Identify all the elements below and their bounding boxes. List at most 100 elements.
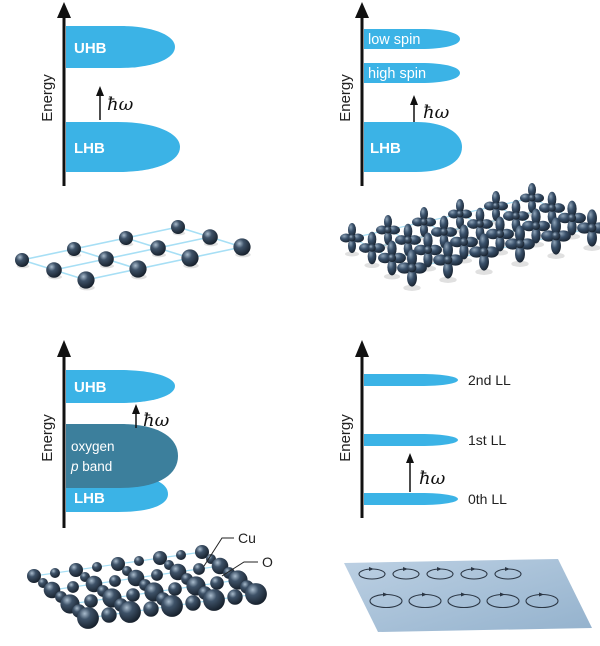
orbital-lobe (460, 209, 472, 219)
d-orbital (433, 241, 463, 283)
d-orbital (469, 233, 499, 275)
orbital-lobe (367, 231, 377, 247)
orbital-lobe (450, 236, 464, 248)
panel-d-level-0 (364, 493, 458, 505)
orbital-lobe (367, 249, 377, 265)
orbital-lobe (520, 238, 535, 250)
orbital-shadow (475, 268, 493, 275)
o-atom (126, 588, 140, 602)
orbital-lobe (387, 259, 397, 276)
d-orbital (378, 240, 406, 280)
orbital-shadow (439, 276, 457, 283)
cu-atom (111, 557, 125, 571)
panel-b-low-spin-band (364, 29, 460, 49)
orbital-lobe (456, 199, 464, 213)
orbital-lobe (408, 235, 421, 245)
d-orbital (505, 225, 535, 267)
orbital-lobe (558, 212, 572, 224)
orbital-core (407, 263, 417, 273)
orbital-core (551, 231, 561, 241)
orbital-shadow (511, 260, 529, 267)
d-orbital (340, 223, 364, 257)
orbit-direction-arrow (461, 592, 466, 597)
panel-a-lhb-label: LHB (74, 140, 105, 157)
cu-atom (245, 583, 267, 605)
orbital-core (531, 221, 541, 231)
panel-a-lhb-band (66, 122, 180, 172)
lattice-bond (85, 246, 243, 281)
orbital-lobe (556, 230, 571, 242)
panel-c-hbar-omega: ħω (143, 410, 170, 431)
o-atom (101, 607, 117, 623)
orbital-lobe (372, 243, 385, 253)
d-orbital (359, 231, 385, 268)
panel-d-hbar-omega: ħω (419, 468, 446, 489)
orbital-lobe (403, 223, 413, 239)
panel-b-axis-label: Energy (337, 74, 354, 122)
panel-a-axis-arrowhead (57, 2, 71, 18)
orbital-lobe (531, 208, 541, 225)
o-atom (185, 595, 201, 611)
orbital-lobe (500, 228, 514, 240)
orbital-lobe (352, 233, 364, 243)
orbital-core (404, 236, 412, 244)
orbital-shadow (583, 244, 600, 251)
orbital-core (459, 237, 469, 247)
orbital-core (528, 194, 536, 202)
cu-atom (77, 607, 99, 629)
orbital-lobe (384, 215, 392, 229)
panel-a-atom-lattice (15, 220, 251, 291)
panel-c-oxygen-label: oxygen (71, 439, 115, 454)
d-orbital (558, 200, 586, 240)
panel-b-hbar-omega: ħω (423, 102, 450, 123)
orbital-lobe (424, 217, 436, 227)
cu-atom (27, 569, 41, 583)
panel-d-level-2-label: 2nd LL (468, 372, 511, 388)
orbital-lobe (551, 217, 561, 235)
orbit-direction-arrow (471, 567, 476, 571)
panel-d-sheet-plane (344, 559, 592, 632)
orbital-lobe (567, 219, 577, 236)
cu-atom (203, 589, 225, 611)
orbital-lobe (439, 215, 449, 231)
panel-a-axis-label: Energy (39, 74, 56, 122)
orbital-core (495, 229, 505, 239)
orbital-lobe (423, 251, 433, 268)
orbital-lobe (387, 240, 397, 257)
orbital-lobe (388, 225, 400, 235)
panel-b-low-spin-label: low spin (368, 32, 420, 48)
panel-c-annotations: Cu O (203, 530, 273, 577)
o-atom (193, 563, 205, 575)
orbital-lobe (479, 253, 489, 271)
orbital-lobe (495, 235, 505, 252)
o-atom (151, 569, 163, 581)
orbital-lobe (552, 203, 565, 213)
d-orbital (376, 215, 400, 249)
orbital-lobe (448, 254, 463, 266)
orbital-lobe (515, 245, 525, 263)
orbital-lobe (359, 243, 372, 253)
panel-c-oxygen-p-band (66, 424, 178, 488)
panel-a-hbar-omega: ħω (107, 94, 134, 115)
panel-d-axis-arrowhead (355, 340, 369, 357)
cu-atom (161, 595, 183, 617)
orbital-lobe (443, 261, 453, 279)
d-orbital (539, 191, 565, 228)
orbital-lobe (541, 230, 556, 242)
orbital-lobe (528, 183, 536, 197)
panel-a-transition-arrowhead (96, 86, 104, 96)
orbital-core (368, 244, 376, 252)
orbit-direction-arrow (539, 592, 544, 597)
orbital-core (512, 212, 520, 220)
cu-atom (69, 563, 83, 577)
orbital-lobe (420, 207, 428, 221)
orbital-shadow (403, 284, 421, 291)
o-atom (109, 575, 121, 587)
orbital-lobe (486, 228, 500, 240)
orbital-shadow (547, 252, 565, 259)
panel-d-level-2 (364, 374, 458, 386)
orbital-lobe (492, 191, 500, 205)
orbital-lobe (587, 209, 597, 227)
orbital-lobe (484, 201, 496, 211)
